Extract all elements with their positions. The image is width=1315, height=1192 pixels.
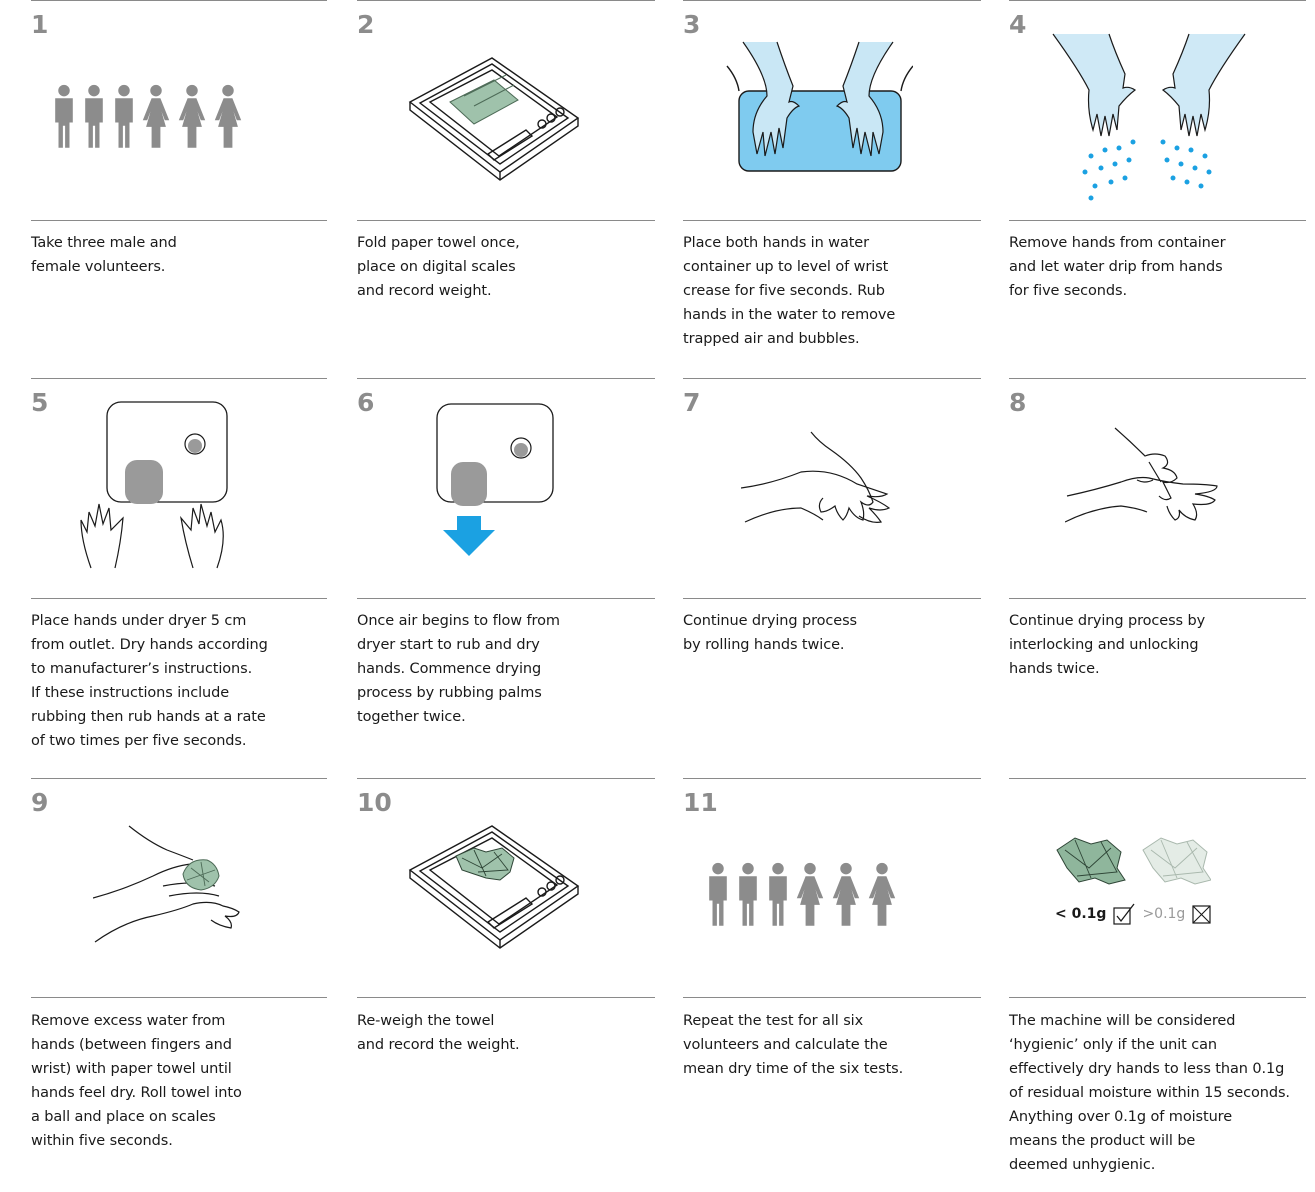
divider-mid (31, 220, 327, 221)
step-description: Fold paper towel once, place on digital … (357, 235, 520, 299)
divider-mid (683, 598, 981, 599)
step-number: 5 (31, 388, 49, 417)
divider-top (31, 778, 327, 779)
step-number: 4 (1009, 10, 1027, 39)
divider-mid (1009, 220, 1306, 221)
hands-in-water-icon (726, 41, 913, 172)
divider-mid (357, 220, 655, 221)
scale-towel-icon (408, 57, 580, 181)
divider-top (683, 778, 981, 779)
step-description: Remove hands from container and let wate… (1009, 235, 1226, 299)
divider-top (1009, 378, 1306, 379)
divider-top (1009, 778, 1306, 779)
step-number: 7 (683, 388, 701, 417)
people-group-icon (55, 84, 242, 148)
step-description: Take three male and female volunteers. (31, 235, 177, 275)
checkbox-crossed-icon (1192, 905, 1211, 924)
step-10: 10 Re-weigh the towel and record the wei… (357, 778, 655, 1192)
step-description: Place hands under dryer 5 cm from outlet… (31, 613, 268, 749)
divider-top (1009, 0, 1306, 1)
divider-mid (357, 997, 655, 998)
hand-dryer-airflow-icon (436, 403, 554, 556)
step-description: Re-weigh the towel and record the weight… (357, 1013, 520, 1053)
divider-mid (31, 997, 327, 998)
step-2: 2 Fold paper towel once, place on digita… (357, 0, 655, 370)
rolling-hands-icon (741, 431, 891, 523)
step-6: 6 Once air begins to flow from dryer sta… (357, 378, 655, 758)
step-11: 11 Repeat the test for all six volunteer… (683, 778, 981, 1192)
step-number: 11 (683, 788, 718, 817)
step-number: 1 (31, 10, 49, 39)
step-number: 9 (31, 788, 49, 817)
step-7: 7 Continue drying process by rolling han… (683, 378, 981, 758)
step-3: 3 Place both hands in water container up… (683, 0, 981, 370)
divider-top (357, 378, 655, 379)
towel-comparison-icon (1056, 837, 1211, 885)
step-description: The machine will be considered ‘hygienic… (1009, 1013, 1290, 1173)
result-labels: < 0.1g >0.1g (1055, 902, 1213, 926)
pass-threshold-label: < 0.1g (1055, 906, 1107, 922)
divider-mid (683, 997, 981, 998)
step-5: 5 Place hands under dryer 5 cm from outl… (31, 378, 327, 758)
step-number: 3 (683, 10, 701, 39)
step-result: < 0.1g >0.1g The machine will be conside… (1009, 778, 1306, 1192)
towel-drying-icon (93, 825, 240, 943)
checkbox-checked-icon (1113, 903, 1135, 925)
step-1: 1 Take three male and female volunteers. (31, 0, 327, 370)
step-description: Continue drying process by interlocking … (1009, 613, 1206, 677)
divider-mid (357, 598, 655, 599)
step-description: Remove excess water from hands (between … (31, 1013, 242, 1149)
divider-top (357, 778, 655, 779)
step-number: 6 (357, 388, 375, 417)
divider-top (31, 378, 327, 379)
step-4: 4 Remove hands from container and let wa… (1009, 0, 1306, 370)
step-number: 8 (1009, 388, 1027, 417)
fail-threshold-label: >0.1g (1142, 906, 1186, 922)
scale-crumpled-towel-icon (408, 825, 580, 949)
dripping-hands-icon (1052, 33, 1246, 201)
hand-dryer-hands-icon (80, 401, 228, 569)
divider-top (31, 0, 327, 1)
step-9: 9 Remove excess water from hands (betwee… (31, 778, 327, 1192)
step-description: Once air begins to flow from dryer start… (357, 613, 560, 725)
divider-top (683, 378, 981, 379)
divider-mid (1009, 997, 1306, 998)
step-description: Repeat the test for all six volunteers a… (683, 1013, 904, 1077)
step-description: Continue drying process by rolling hands… (683, 613, 858, 653)
divider-mid (31, 598, 327, 599)
divider-mid (1009, 598, 1306, 599)
step-number: 10 (357, 788, 392, 817)
step-description: Place both hands in water container up t… (683, 235, 896, 347)
people-group-icon (709, 862, 896, 926)
step-number: 2 (357, 10, 375, 39)
divider-mid (683, 220, 981, 221)
step-8: 8 Continue drying process by interlockin… (1009, 378, 1306, 758)
divider-top (683, 0, 981, 1)
interlocking-hands-icon (1065, 427, 1218, 523)
divider-top (357, 0, 655, 1)
